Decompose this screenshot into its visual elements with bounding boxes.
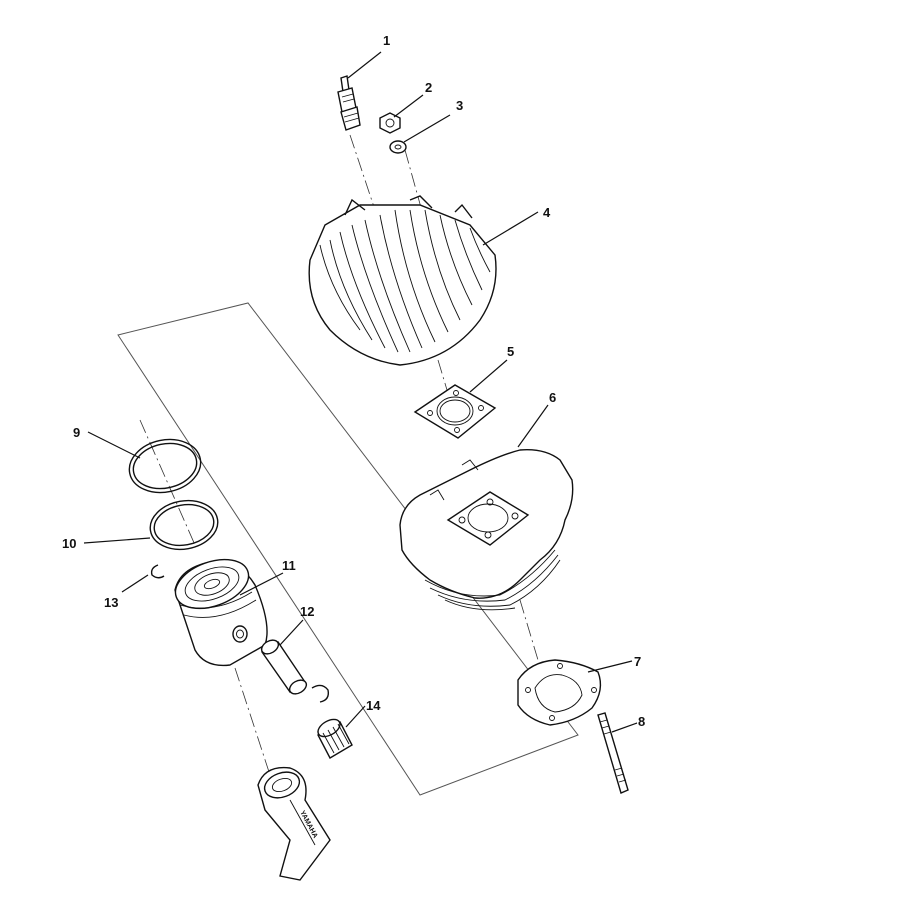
leader-lines xyxy=(83,51,638,733)
callout-14: 14 xyxy=(366,698,381,713)
washer xyxy=(389,140,407,154)
callout-2: 2 xyxy=(425,80,432,95)
callout-3: 3 xyxy=(456,98,463,113)
circlip-second xyxy=(311,684,330,703)
callout-9: 9 xyxy=(73,425,80,440)
piston-ring-upper xyxy=(128,438,202,494)
head-gasket xyxy=(413,384,497,439)
piston-ring-lower xyxy=(149,499,219,551)
connecting-rod: YAMAHA xyxy=(257,766,331,881)
cylinder-head xyxy=(308,195,497,366)
callout-5: 5 xyxy=(507,344,514,359)
callout-7: 7 xyxy=(634,654,641,669)
needle-bearing xyxy=(317,718,353,759)
callout-4: 4 xyxy=(543,205,551,220)
callout-8: 8 xyxy=(638,714,645,729)
stud-bolt xyxy=(597,712,629,794)
callout-6: 6 xyxy=(549,390,556,405)
callout-1: 1 xyxy=(383,33,390,48)
cylinder xyxy=(399,449,574,611)
circlip xyxy=(150,564,165,579)
callout-12: 12 xyxy=(300,604,314,619)
piston-pin xyxy=(260,639,308,695)
callout-13: 13 xyxy=(104,595,118,610)
piston-group-frame xyxy=(117,302,579,796)
cylinder-head-nut xyxy=(379,112,401,134)
callout-11: 11 xyxy=(282,558,296,573)
callout-numbers: 1 2 3 4 5 6 7 8 9 10 11 12 13 14 xyxy=(62,33,645,729)
callout-10: 10 xyxy=(62,536,76,551)
spark-plug xyxy=(337,75,361,131)
piston xyxy=(174,558,268,667)
base-gasket xyxy=(517,659,602,726)
